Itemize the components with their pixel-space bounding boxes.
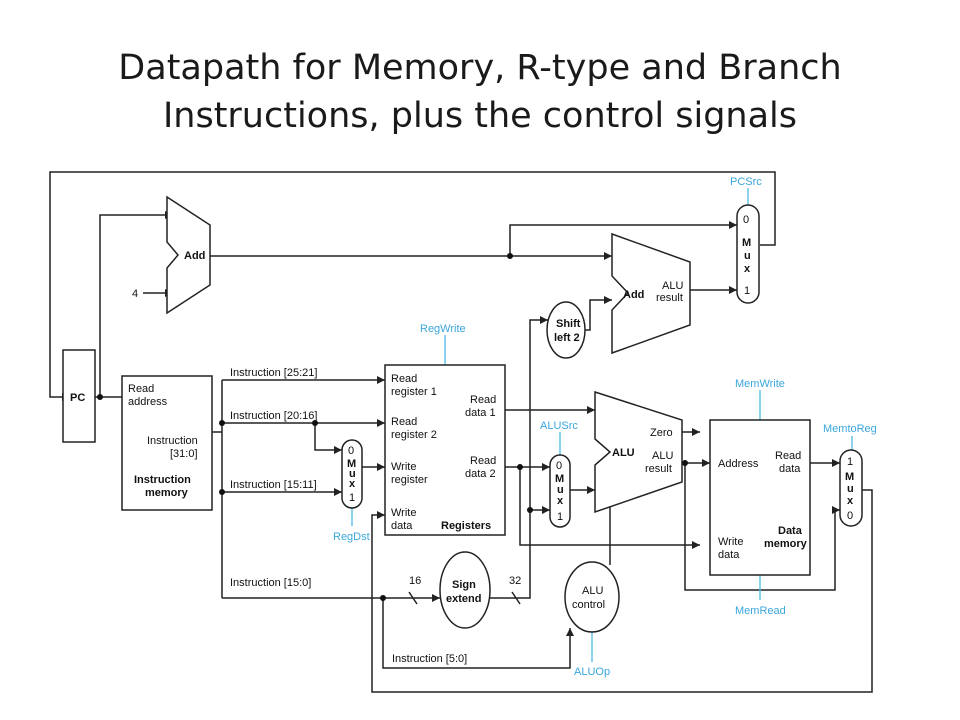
alusrc-mux-m: M: [555, 473, 564, 485]
alu-control-2: control: [572, 599, 605, 611]
alusrc-mux-0: 0: [556, 460, 562, 472]
reg-rd1-1: Read: [470, 394, 496, 406]
register-file: Read register 1 Read register 2 Write re…: [384, 364, 506, 536]
field-15-0: Instruction [15:0]: [230, 577, 311, 589]
alusrc-mux: 0 M u x 1: [549, 454, 571, 528]
imem-name-2: memory: [145, 487, 189, 499]
alusrc-mux-u: u: [557, 484, 564, 496]
dmem-read-1: Read: [775, 450, 801, 462]
pcsrc-mux-u: u: [744, 250, 751, 262]
branch-adder-alu-label: ALU: [662, 280, 683, 292]
reg-write-data-2: data: [391, 520, 413, 532]
sign-extend: Sign extend: [439, 551, 491, 629]
alu-result-1: ALU: [652, 450, 673, 462]
branch-adder-result-label: result: [656, 292, 683, 304]
reg-write-reg-2: register: [391, 474, 428, 486]
memtoreg-mux-1: 1: [847, 456, 853, 468]
alusrc-mux-x: x: [557, 495, 564, 507]
constant-four: 4: [132, 288, 138, 300]
dmem-write-2: data: [718, 549, 740, 561]
regdst-mux-x: x: [349, 478, 356, 490]
field-5-0: Instruction [5:0]: [392, 653, 467, 665]
signal-memwrite: MemWrite: [735, 378, 785, 390]
imem-instr-2: [31:0]: [170, 448, 198, 460]
regdst-mux-0: 0: [348, 445, 354, 457]
dmem-name-1: Data: [778, 525, 803, 537]
signal-pcsrc: PCSrc: [730, 176, 762, 188]
pc-adder: Add: [166, 195, 211, 315]
pcsrc-mux: 0 M u x 1: [736, 204, 760, 304]
imem-read-2: address: [128, 396, 168, 408]
alusrc-mux-1: 1: [557, 511, 563, 523]
memtoreg-mux-x: x: [847, 495, 854, 507]
pcsrc-mux-0: 0: [743, 214, 749, 226]
regdst-mux-1: 1: [349, 492, 355, 504]
alu-zero-label: Zero: [650, 427, 673, 439]
shift-label-1: Shift: [556, 318, 581, 330]
slide-title: Datapath for Memory, R-type and Branch I…: [0, 44, 960, 140]
reg-write-data-1: Write: [391, 507, 416, 519]
pc-label: PC: [70, 392, 85, 404]
branch-adder-label: Add: [623, 289, 644, 301]
title-line-2: Instructions, plus the control signals: [162, 96, 798, 136]
pcsrc-mux-m: M: [742, 237, 751, 249]
dmem-write-1: Write: [718, 536, 743, 548]
regdst-mux-u: u: [349, 468, 356, 480]
reg-rd2-1: Read: [470, 455, 496, 467]
datapath-wires: [49, 171, 873, 693]
signal-alusrc: ALUSrc: [540, 420, 578, 432]
signal-memread: MemRead: [735, 605, 786, 617]
reg-read2-1: Read: [391, 416, 417, 428]
alu-result-2: result: [645, 463, 672, 475]
bit-width-32: 32: [509, 575, 521, 587]
signal-regdst: RegDst: [333, 531, 370, 543]
field-15-11: Instruction [15:11]: [230, 479, 317, 491]
reg-name: Registers: [441, 520, 491, 532]
imem-name-1: Instruction: [134, 474, 191, 486]
sign-extend-2: extend: [446, 593, 481, 605]
reg-read2-2: register 2: [391, 429, 437, 441]
pc-register: PC: [62, 349, 96, 443]
reg-read1-1: Read: [391, 373, 417, 385]
signal-memtoreg: MemtoReg: [823, 423, 877, 435]
reg-write-reg-1: Write: [391, 461, 416, 473]
pc-adder-label: Add: [184, 250, 205, 262]
alu-label: ALU: [612, 447, 635, 459]
memtoreg-mux-0: 0: [847, 510, 853, 522]
dmem-address: Address: [718, 458, 759, 470]
title-line-1: Datapath for Memory, R-type and Branch: [118, 48, 842, 88]
alu: ALU Zero ALU result: [594, 390, 683, 514]
reg-read1-2: register 1: [391, 386, 437, 398]
imem-read-1: Read: [128, 383, 154, 395]
memtoreg-mux: 1 M u x 0: [839, 449, 863, 527]
regdst-mux: 0 M u x 1: [341, 439, 363, 509]
branch-adder: Add ALU result: [611, 232, 691, 355]
bit-width-16: 16: [409, 575, 421, 587]
signal-aluop: ALUOp: [574, 666, 610, 678]
memtoreg-mux-m: M: [845, 471, 854, 483]
data-memory: Address Read data Write data Data memory: [709, 419, 811, 576]
dmem-name-2: memory: [764, 538, 808, 550]
instruction-memory: Read address Instruction [31:0] Instruct…: [121, 375, 213, 511]
alu-control: ALU control: [564, 561, 620, 633]
alu-control-1: ALU: [582, 585, 603, 597]
pcsrc-mux-1: 1: [744, 285, 750, 297]
reg-rd1-2: data 1: [465, 407, 496, 419]
dmem-read-2: data: [779, 463, 801, 475]
control-wires: [351, 188, 853, 662]
sign-extend-1: Sign: [452, 579, 476, 591]
junction-dots: [97, 253, 688, 601]
memtoreg-mux-u: u: [847, 483, 854, 495]
imem-instr-1: Instruction: [147, 435, 198, 447]
field-25-21: Instruction [25:21]: [230, 367, 317, 379]
signal-regwrite: RegWrite: [420, 323, 466, 335]
pcsrc-mux-x: x: [744, 263, 751, 275]
shift-label-2: left 2: [554, 332, 580, 344]
regdst-mux-m: M: [347, 458, 356, 470]
reg-rd2-2: data 2: [465, 468, 496, 480]
field-20-16: Instruction [20:16]: [230, 410, 317, 422]
shift-left-2: Shift left 2: [546, 301, 586, 359]
